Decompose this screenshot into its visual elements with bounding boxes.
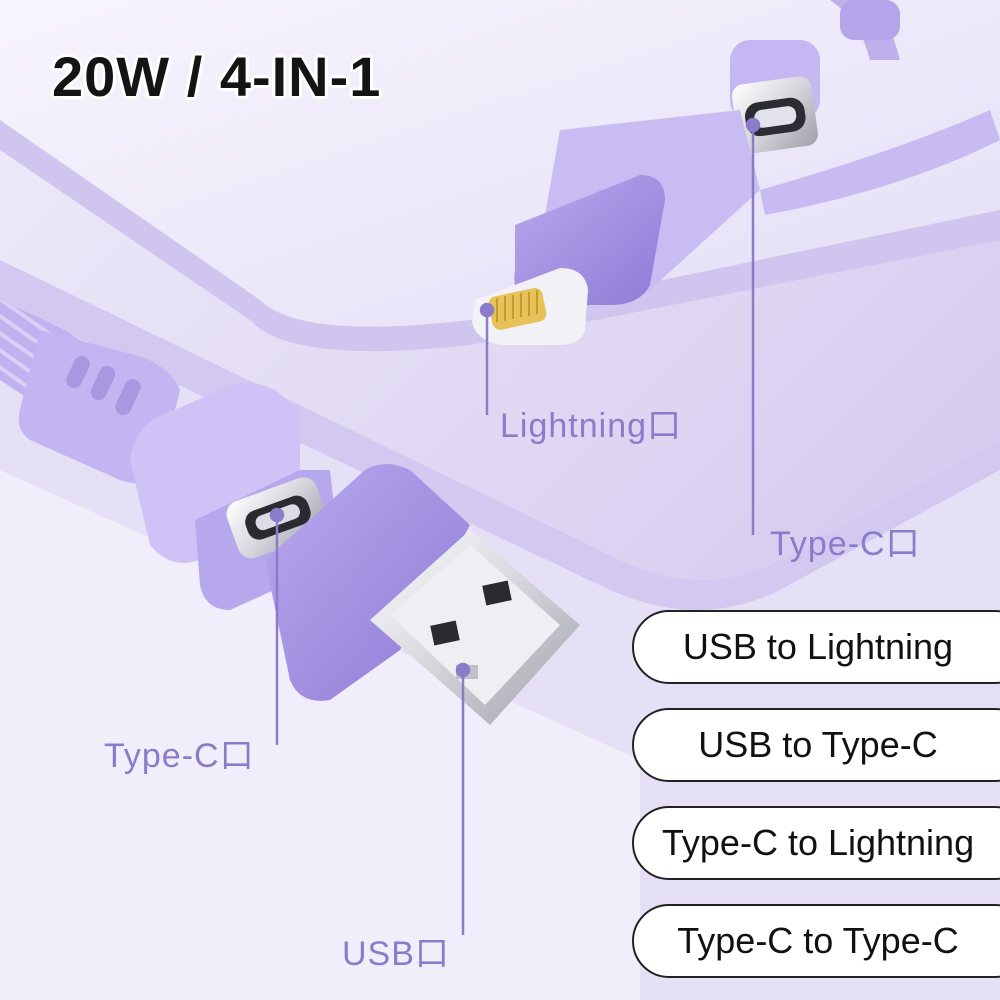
mode-pill-typec-typec: Type-C to Type-C: [632, 904, 1000, 978]
usb-port-label: USB口: [342, 935, 450, 973]
mode-pill-label: USB to Lightning: [682, 626, 954, 667]
lightning-port-label: Lightning口: [500, 407, 683, 445]
headline: 20W / 4-IN-1: [52, 45, 382, 108]
typec-port-label-right: Type-C口: [770, 525, 921, 563]
mode-pill-label: USB to Type-C: [698, 724, 938, 765]
mode-pill-usb-lightning: USB to Lightning: [632, 610, 1000, 684]
mode-pill-usb-typec: USB to Type-C: [632, 708, 1000, 782]
mode-pill-typec-lightning: Type-C to Lightning: [632, 806, 1000, 880]
mode-pill-label: Type-C to Type-C: [677, 920, 959, 961]
typec-port-label-left: Type-C口: [104, 737, 255, 775]
mode-pill-label: Type-C to Lightning: [661, 822, 975, 863]
